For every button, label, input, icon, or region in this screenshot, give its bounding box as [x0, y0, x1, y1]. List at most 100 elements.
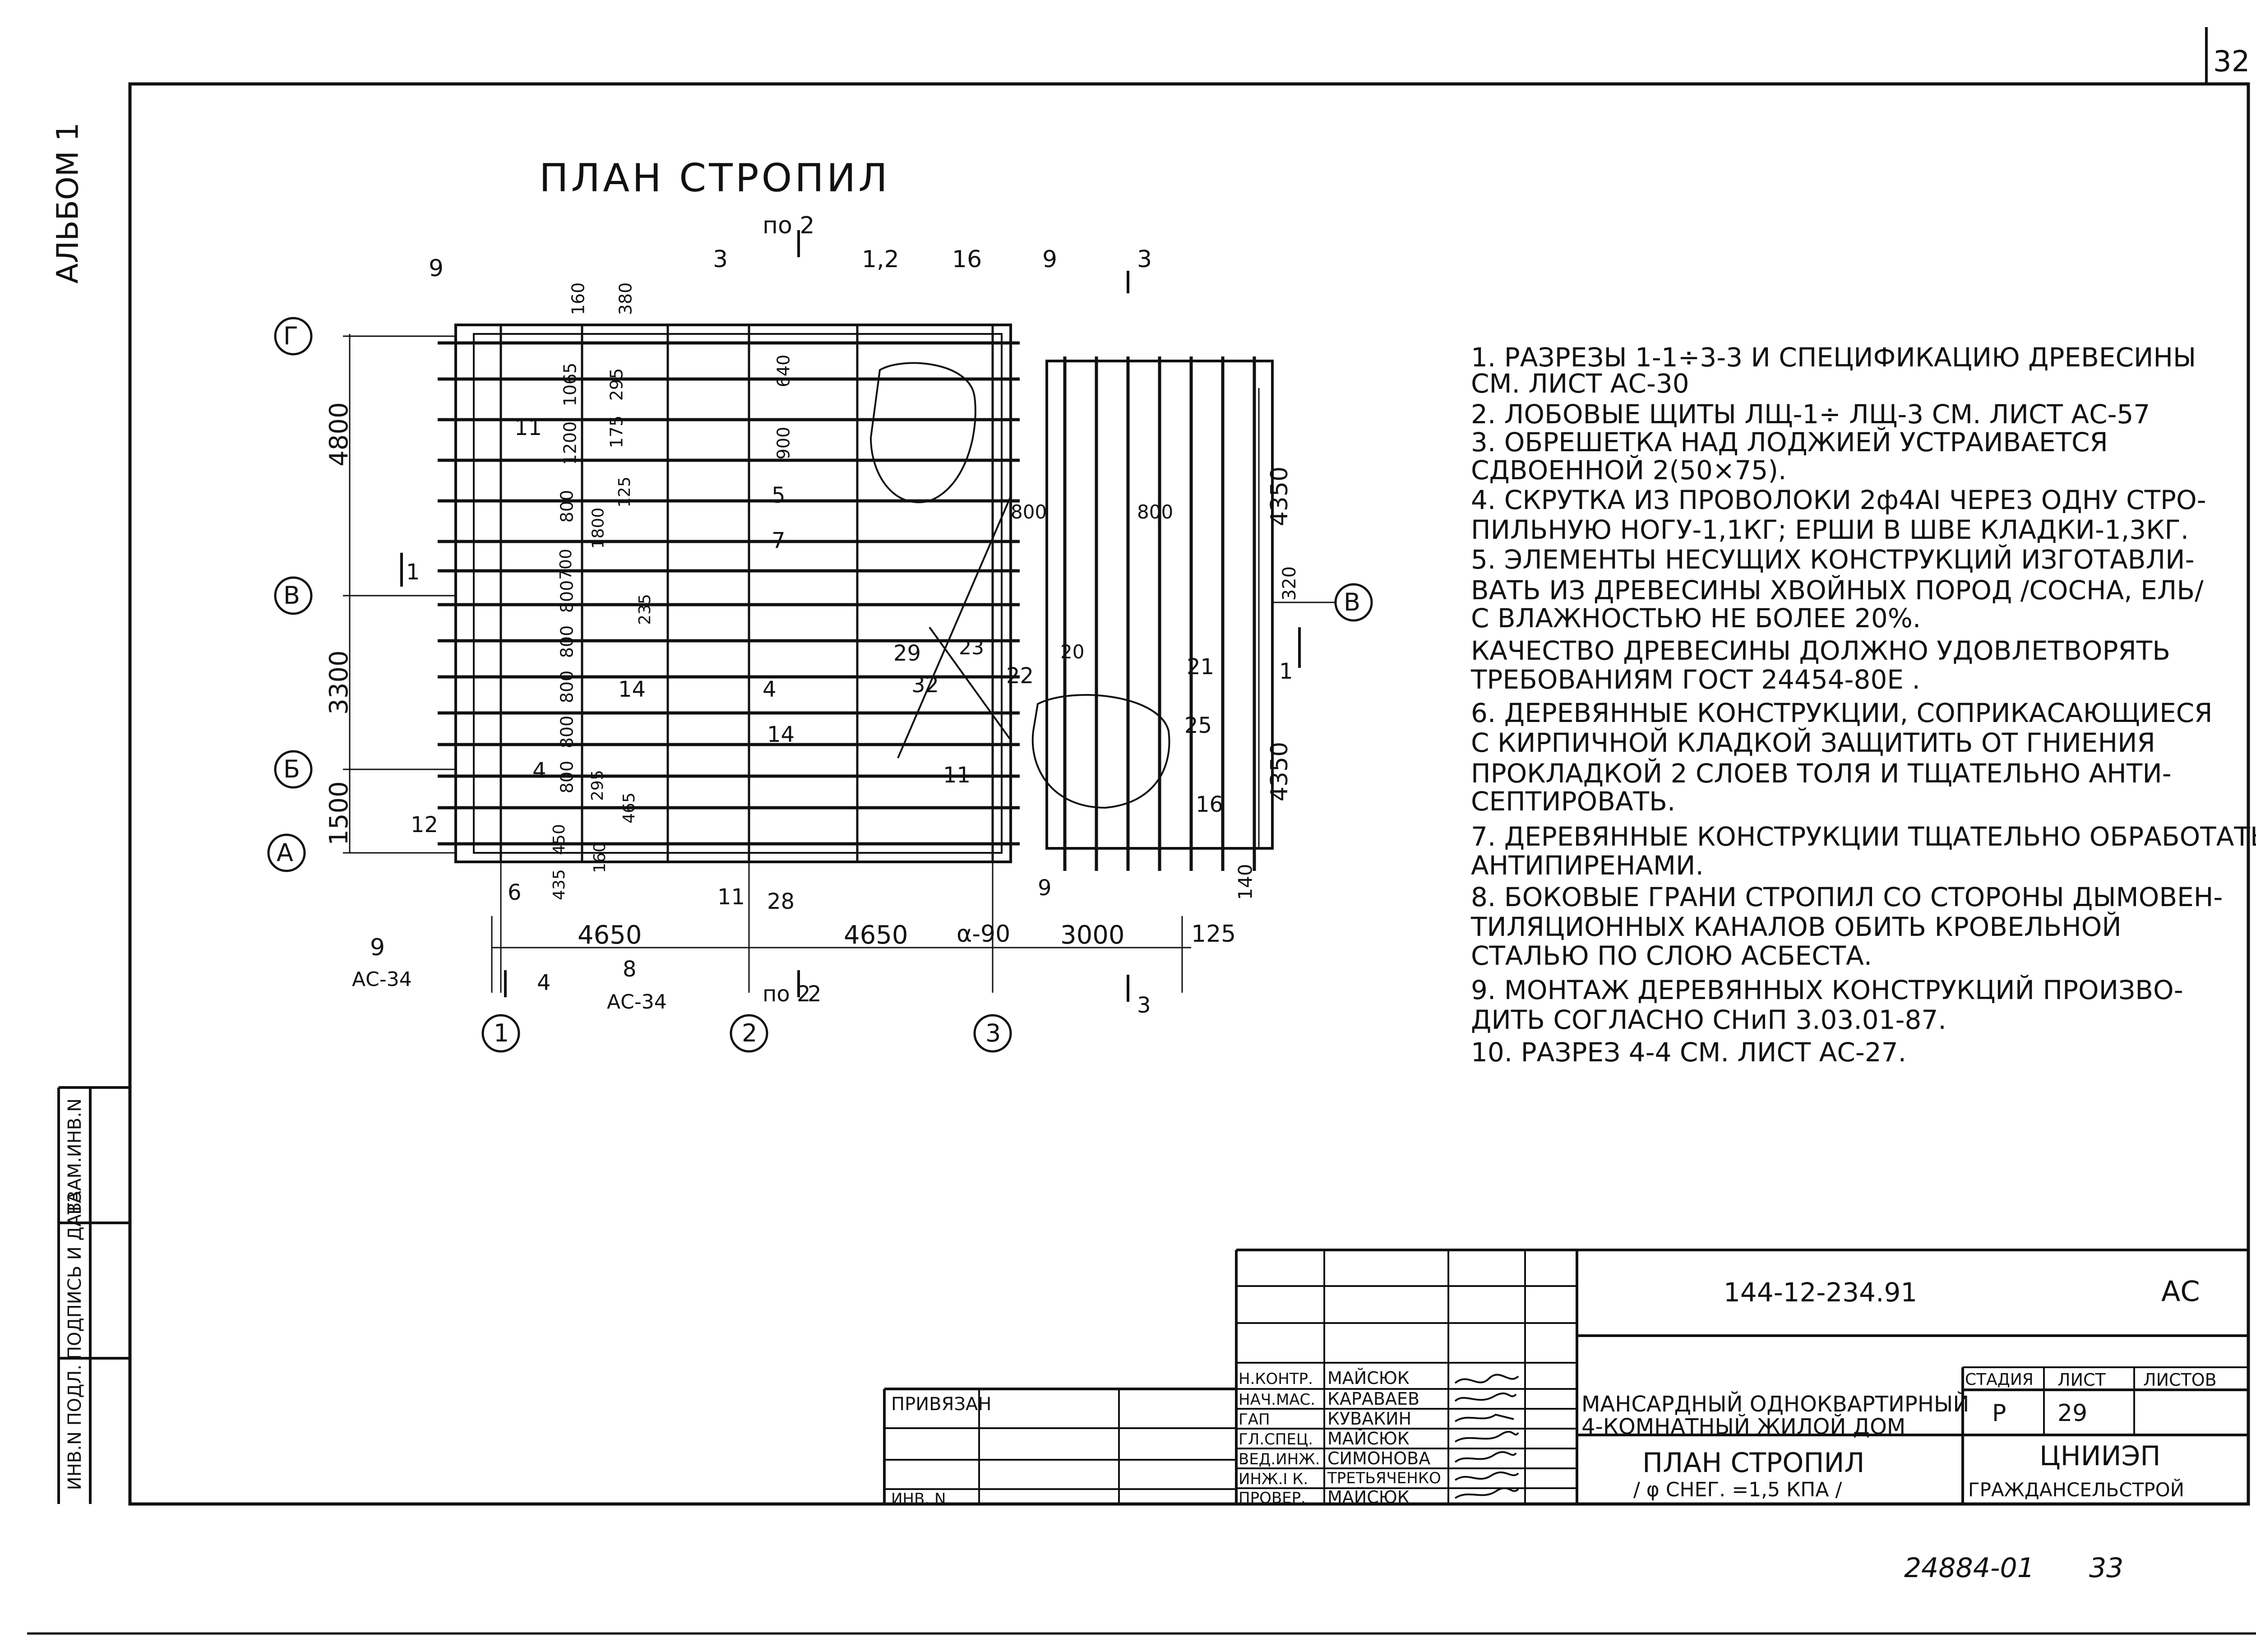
ref: 12 [411, 812, 439, 838]
ref: по 2 [763, 981, 811, 1007]
list-label: ЛИСТ [2057, 1370, 2106, 1390]
ref: 11 [943, 763, 971, 788]
ref: 9 [1042, 246, 1058, 273]
note-line: 4. СКРУТКА ИЗ ПРОВОЛОКИ 2ф4АI ЧЕРЕЗ ОДНУ… [1471, 485, 2206, 515]
note-line: СДВОЕННОЙ 2(50×75). [1471, 455, 1787, 486]
dim-inner: 800 [1137, 501, 1174, 523]
person-name: МАЙСЮК [1327, 1368, 1410, 1388]
axis-V-right: В [1344, 588, 1361, 616]
ref: 8 [623, 957, 637, 982]
ref: 11 [514, 415, 542, 440]
person-name: СИМОНОВА [1327, 1448, 1431, 1468]
ref: 7 [772, 528, 786, 553]
ref: 2 [808, 981, 822, 1007]
sheet-title-line1: ПЛАН СТРОПИЛ [1642, 1447, 1865, 1479]
stadia-value: Р [1992, 1400, 2006, 1427]
ref: 14 [767, 722, 795, 747]
note-line: 5. ЭЛЕМЕНТЫ НЕСУЩИХ КОНСТРУКЦИЙ ИЗГОТАВЛ… [1471, 544, 2195, 575]
ref: 16 [1196, 792, 1224, 817]
note-line: СТАЛЬЮ ПО СЛОЮ АСБЕСТА. [1471, 940, 1872, 971]
role: НАЧ.МАС. [1239, 1391, 1316, 1409]
ref: 25 [1184, 713, 1212, 738]
person-name: МАЙСЮК [1327, 1429, 1410, 1448]
note-line: ТИЛЯЦИОННЫХ КАНАЛОВ ОБИТЬ КРОВЕЛЬНОЙ [1471, 912, 2122, 942]
ref: 4 [532, 758, 546, 783]
role: Н.КОНТР. [1239, 1370, 1313, 1388]
ref: 9 [429, 255, 444, 282]
note-line: АНТИПИРЕНАМИ. [1471, 850, 1704, 881]
ref: 21 [1187, 654, 1215, 680]
axis-G: Г [283, 322, 298, 350]
note-line: ПРОКЛАДКОЙ 2 СЛОЕВ ТОЛЯ И ТЩАТЕЛЬНО АНТИ… [1471, 758, 2172, 789]
person-name: МАЙСЮК [1327, 1487, 1410, 1507]
note-line: 9. МОНТАЖ ДЕРЕВЯННЫХ КОНСТРУКЦИЙ ПРОИЗВО… [1471, 975, 2183, 1005]
ref: 22 [1006, 663, 1034, 689]
sheet-ref-ac34-mid: АС-34 [607, 990, 667, 1013]
privyazan-label: ПРИВЯЗАН [891, 1394, 992, 1415]
dim-inner: 20 [1060, 641, 1085, 663]
axis-B: Б [283, 755, 300, 783]
note-line: ВАТЬ ИЗ ДРЕВЕСИНЫ ХВОЙНЫХ ПОРОД /СОСНА, … [1471, 575, 2204, 606]
note-line: 10. РАЗРЕЗ 4-4 СМ. ЛИСТ АС-27. [1471, 1037, 1907, 1068]
axis-2: 2 [742, 1019, 758, 1047]
ref: 23 [959, 636, 984, 659]
ref: 1 [1279, 659, 1293, 684]
dim-bottom-alpha: α-90 [957, 921, 1011, 948]
ref: 9 [1038, 875, 1052, 901]
ref: 11 [717, 884, 745, 910]
ref: 32 [911, 672, 939, 698]
doc-code: 144-12-234.91 [1724, 1277, 1918, 1308]
person-name: КАРАВАЕВ [1327, 1389, 1420, 1409]
axis-3: 3 [985, 1019, 1001, 1047]
dim-bottom-4650-b: 4650 [844, 921, 908, 950]
note-line: 1. РАЗРЕЗЫ 1-1÷3-3 И СПЕЦИФИКАЦИЮ ДРЕВЕС… [1471, 342, 2196, 373]
role: ПРОВЕР. [1239, 1489, 1306, 1507]
note-line: ДИТЬ СОГЛАСНО СНиП 3.03.01-87. [1471, 1004, 1946, 1035]
footer-code: 24884-01 [1904, 1552, 2034, 1584]
role: ГЛ.СПЕЦ. [1239, 1430, 1313, 1448]
ref: 5 [772, 483, 786, 508]
note-line: ПИЛЬНУЮ НОГУ-1,1КГ; ЕРШИ В ШВЕ КЛАДКИ-1,… [1471, 514, 2189, 545]
ref: 4 [763, 677, 777, 702]
sheet-ref-ac34-left: АС-34 [352, 968, 412, 991]
person-name: ТРЕТЬЯЧЕНКО [1327, 1469, 1441, 1487]
axis-A: А [277, 838, 293, 867]
dim-bottom-4650-a: 4650 [578, 921, 642, 950]
footer-page: 33 [2089, 1552, 2124, 1584]
axis-1: 1 [494, 1019, 509, 1047]
ref: 3 [1137, 246, 1152, 273]
ref: 9 [370, 934, 385, 961]
object-name-line2: 4-КОМНАТНЫЙ ЖИЛОЙ ДОМ [1581, 1414, 1906, 1439]
signatures [1454, 1374, 1519, 1499]
note-line: С КИРПИЧНОЙ КЛАДКОЙ ЗАЩИТИТЬ ОТ ГНИЕНИЯ [1471, 727, 2155, 758]
ref: 28 [767, 889, 795, 914]
ref: 3 [713, 246, 728, 273]
ref: 16 [952, 246, 982, 273]
list-value: 29 [2057, 1400, 2088, 1427]
org-line2: ГРАЖДАНСЕЛЬСТРОЙ [1968, 1479, 2185, 1501]
rafters-main [438, 341, 1020, 846]
note-line: ТРЕБОВАНИЯМ ГОСТ 24454-80Е . [1471, 664, 1920, 695]
ref: по 2 [763, 212, 815, 239]
ref: 14 [618, 677, 646, 702]
page-number: 32 [2213, 45, 2250, 79]
org-line1: ЦНИИЭП [2039, 1440, 2161, 1472]
ref: 6 [508, 880, 522, 905]
dim-inner: 800 [1011, 501, 1047, 523]
role: ИНЖ.I К. [1239, 1470, 1308, 1488]
axis-V: В [283, 581, 300, 610]
ref: 1 [406, 560, 420, 585]
note-line: СЕПТИРОВАТЬ. [1471, 786, 1676, 817]
inv-n-label: ИНВ. N [891, 1490, 946, 1508]
sheet-title-line2: / φ СНЕГ. =1,5 КПА / [1633, 1478, 1842, 1501]
stadia-label: СТАДИЯ [1965, 1370, 2034, 1389]
note-line: С ВЛАЖНОСТЬЮ НЕ БОЛЕЕ 20%. [1471, 603, 1921, 634]
note-line: 6. ДЕРЕВЯННЫЕ КОНСТРУКЦИИ, СОПРИКАСАЮЩИЕ… [1471, 698, 2213, 728]
note-line: 2. ЛОБОВЫЕ ЩИТЫ ЛЩ-1÷ ЛЩ-3 СМ. ЛИСТ АС-5… [1471, 399, 2150, 430]
object-name-line1: МАНСАРДНЫЙ ОДНОКВАРТИРНЫЙ [1581, 1392, 1969, 1417]
dim-bottom-3000: 3000 [1060, 921, 1125, 950]
rafters-right [1063, 356, 1256, 871]
